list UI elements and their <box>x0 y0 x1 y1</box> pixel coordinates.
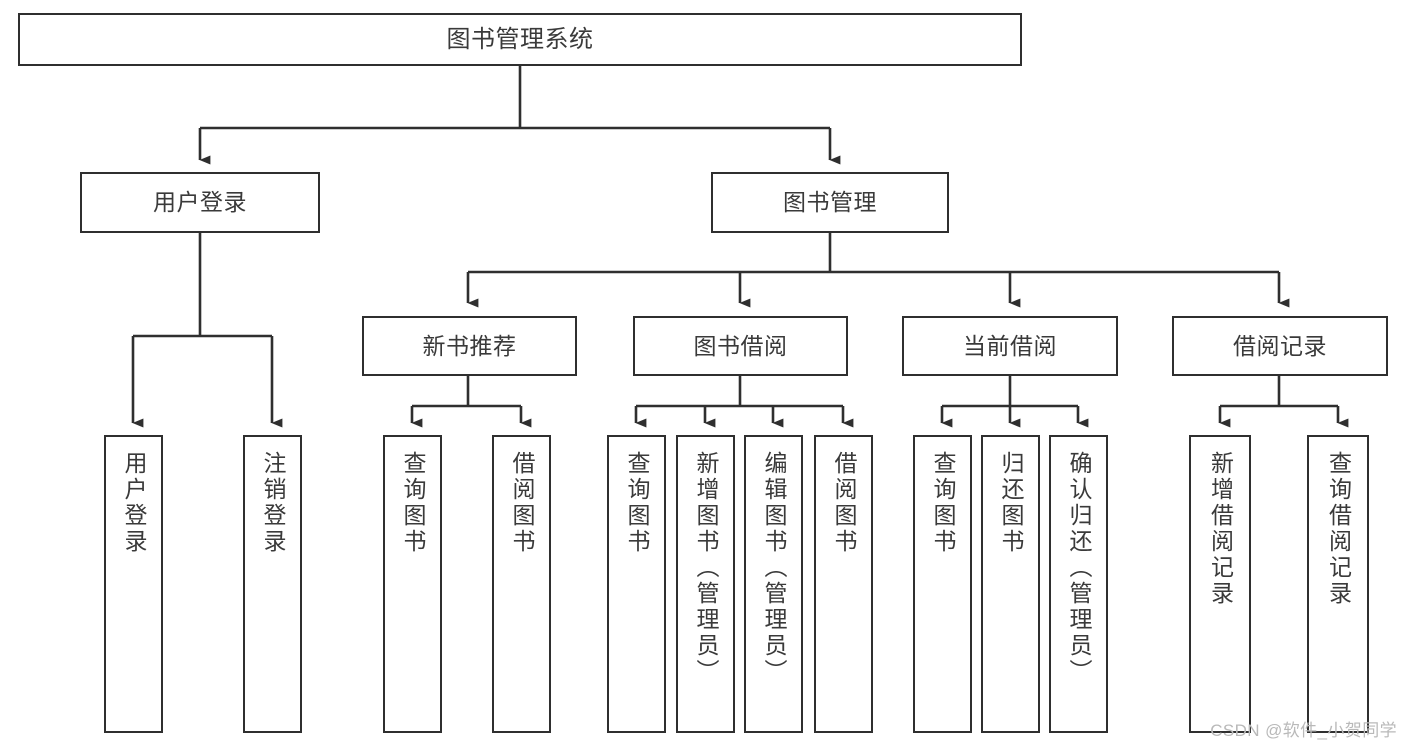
leaf-edit-book-admin[interactable]: 编辑图书（管理员） <box>744 435 803 733</box>
node-book-management[interactable]: 图书管理 <box>711 172 949 233</box>
node-root-library-system[interactable]: 图书管理系统 <box>18 13 1022 66</box>
node-label: 归还图书 <box>998 451 1024 555</box>
leaf-return-book[interactable]: 归还图书 <box>981 435 1040 733</box>
node-label: 借阅图书 <box>509 451 535 555</box>
leaf-borrow-book-recommend[interactable]: 借阅图书 <box>492 435 551 733</box>
node-borrow-record[interactable]: 借阅记录 <box>1172 316 1388 376</box>
node-label: 借阅记录 <box>1233 332 1327 359</box>
leaf-add-borrow-record[interactable]: 新增借阅记录 <box>1189 435 1251 733</box>
node-label: 图书管理 <box>783 189 877 216</box>
leaf-add-book-admin[interactable]: 新增图书（管理员） <box>676 435 735 733</box>
node-label: 用户登录 <box>121 451 147 555</box>
node-label: 当前借阅 <box>963 332 1057 359</box>
bookborrow-to-leaves-connectors <box>634 376 854 428</box>
leaf-query-borrow-record[interactable]: 查询借阅记录 <box>1307 435 1369 733</box>
leaf-confirm-return-admin[interactable]: 确认归还（管理员） <box>1049 435 1108 733</box>
userlogin-to-leaves-connectors <box>131 233 283 428</box>
node-label: 新书推荐 <box>422 332 517 359</box>
node-new-book-recommend[interactable]: 新书推荐 <box>362 316 577 376</box>
node-label: 查询图书 <box>930 451 956 555</box>
node-user-login[interactable]: 用户登录 <box>80 172 320 233</box>
watermark-text: CSDN @软件_小贺同学 <box>1210 721 1397 740</box>
node-label: 查询图书 <box>400 451 426 555</box>
node-label: 查询借阅记录 <box>1325 451 1352 607</box>
node-label: 新增借阅记录 <box>1207 451 1234 607</box>
borrowrecord-to-leaves-connectors <box>1218 376 1349 428</box>
node-label: 确认归还（管理员） <box>1066 451 1092 685</box>
leaf-query-book-borrow[interactable]: 查询图书 <box>607 435 666 733</box>
node-book-borrow[interactable]: 图书借阅 <box>633 316 848 376</box>
node-label: 图书借阅 <box>693 332 788 359</box>
node-label: 查询图书 <box>624 451 650 555</box>
newbook-to-leaves-connectors <box>410 376 532 428</box>
node-label: 注销登录 <box>260 451 286 555</box>
node-label: 新增图书（管理员） <box>693 451 719 685</box>
leaf-query-book-current[interactable]: 查询图书 <box>913 435 972 733</box>
leaf-user-login[interactable]: 用户登录 <box>104 435 163 733</box>
leaf-query-book-recommend[interactable]: 查询图书 <box>383 435 442 733</box>
node-label: 借阅图书 <box>831 451 857 555</box>
leaf-logout[interactable]: 注销登录 <box>243 435 302 733</box>
bookmgmt-to-level2-connectors <box>466 233 1290 308</box>
root-to-level1-connectors <box>198 66 841 165</box>
leaf-borrow-book[interactable]: 借阅图书 <box>814 435 873 733</box>
currentborrow-to-leaves-connectors <box>940 376 1089 428</box>
node-label: 编辑图书（管理员） <box>761 451 787 685</box>
node-label: 图书管理系统 <box>446 25 594 53</box>
node-label: 用户登录 <box>153 189 247 216</box>
node-current-borrow[interactable]: 当前借阅 <box>902 316 1118 376</box>
